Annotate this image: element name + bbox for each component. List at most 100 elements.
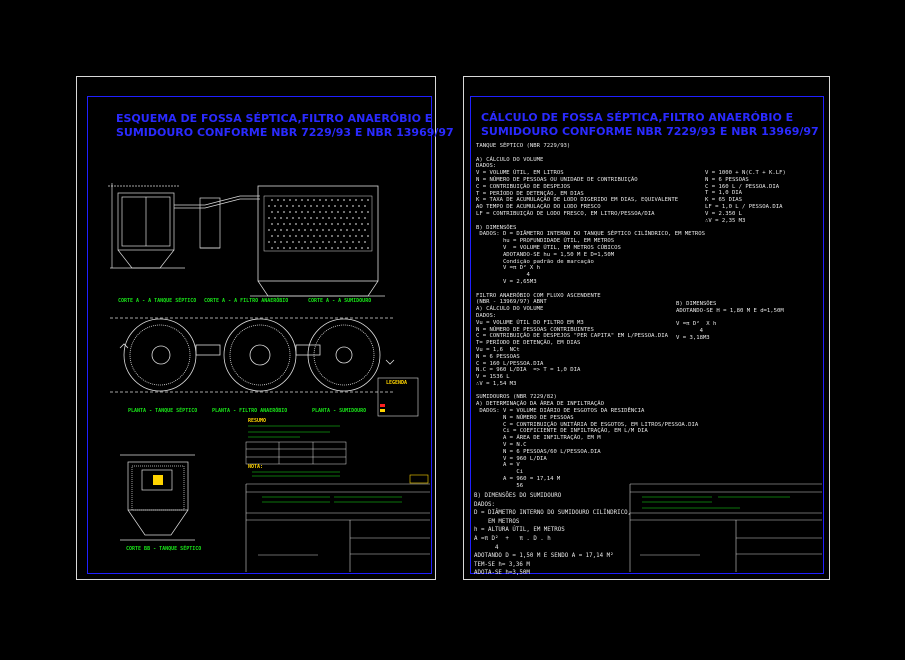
calc-line: V = VOLUME ÚTIL, EM METROS CÚBICOS bbox=[476, 244, 621, 251]
calc-line: ADOTA-SE h=3,50M bbox=[474, 570, 530, 577]
calc-line: V = 2,65M3 bbox=[476, 278, 537, 285]
left-title-block-text-lines bbox=[252, 471, 402, 503]
section-septic-tank bbox=[108, 183, 185, 269]
calc-line: ∴V = 2,35 M3 bbox=[705, 217, 746, 224]
calc-line: T = PERÍODO DE DETENÇÃO, EM DIAS bbox=[476, 190, 584, 197]
calc-line: V = 2.350 L bbox=[705, 210, 743, 217]
calc-line: V = 960 L/DIA bbox=[476, 455, 547, 462]
calc-line: ADOTANDO-SE H = 1,80 M E d=1,50M bbox=[676, 307, 784, 314]
plan-views bbox=[110, 317, 395, 393]
calc-line: B) DIMENSÕES DO SUMIDOURO bbox=[474, 493, 562, 499]
calc-line: 4 bbox=[476, 272, 530, 279]
notes-title: NOTA: bbox=[248, 464, 264, 470]
calc-line: A =π D² + π . D . h bbox=[474, 535, 551, 542]
section-anaerobic-filter bbox=[250, 185, 385, 297]
calc-line: V =π D² X h bbox=[676, 321, 717, 328]
calc-line: h = ALTURA ÚTIL, EM METROS bbox=[474, 527, 565, 534]
calc-line bbox=[476, 150, 705, 157]
calc-line: ∴V = 1,54 M3 bbox=[476, 380, 517, 387]
right-title-block bbox=[629, 483, 822, 572]
calc-line: A) CÁLCULO DO VOLUME bbox=[476, 156, 544, 163]
calc-line: EM METROS bbox=[474, 518, 520, 525]
calc-line: Vu = 1,6 NCt bbox=[476, 346, 520, 353]
calc-line: C = CONTRIBUIÇÃO DE DESPEJOS bbox=[476, 183, 571, 190]
calc-line: V = 1000 + N(C.T + K.LF) bbox=[705, 170, 786, 176]
calc-line bbox=[476, 388, 705, 395]
calc-line: N = 6 PESSOAS/60 L/PESSOA.DIA bbox=[476, 448, 601, 455]
calc-line: DADOS: bbox=[476, 163, 497, 170]
calc-line: A = 960 = 17,14 M bbox=[476, 476, 561, 483]
calc-line: Ci bbox=[476, 469, 524, 476]
calc-line: TANQUE SÉPTICO (NBR 7229/93) bbox=[476, 143, 571, 149]
left-sheet bbox=[76, 76, 436, 580]
section-label-septic: CORTE A - A TANQUE SÉPTICO bbox=[118, 298, 197, 304]
section-bb-tank bbox=[120, 454, 195, 541]
calc-line: V = VOLUME ÚTIL, EM LITROS bbox=[476, 170, 564, 177]
calc-line: T= PERÍODO DE DETENÇÃO, EM DIAS bbox=[476, 340, 581, 347]
right-title-block-text-lines bbox=[642, 496, 790, 509]
calc-line: (NBR - 13969/97) ABNT bbox=[476, 299, 547, 306]
calc-line: C = CONTRIBUIÇÃO DE DESPEJOS "PER CAPITA… bbox=[476, 333, 668, 340]
calc-line: DADOS: bbox=[474, 501, 495, 508]
calc-line: 4 bbox=[474, 544, 499, 551]
calc-line: V = N.C bbox=[476, 442, 527, 449]
calc-line: V =π D² X h bbox=[476, 265, 540, 272]
calc-line: N = NÚMERO DE PESSOAS OU UNIDADE DE CONT… bbox=[476, 176, 638, 183]
legend-box bbox=[377, 377, 419, 417]
calc-line: N = 6 PESSOAS bbox=[476, 353, 520, 360]
section-label-sink: CORTE A - A SUMIDOURO bbox=[308, 298, 372, 304]
calc-line: B) DIMENSÕES bbox=[676, 301, 717, 307]
calc-line: DADOS: V = VOLUME DIÁRIO DE ESGOTOS DA R… bbox=[476, 408, 645, 415]
calc-line: K = TAXA DE ACUMULAÇÃO DE LODO DIGERIDO … bbox=[476, 197, 679, 204]
summary-title: RESUMO bbox=[248, 418, 267, 424]
calc-line: K = 65 DIAS bbox=[705, 197, 743, 204]
calc-line: A = ÁREA DE INFILTRAÇÃO, EM M bbox=[476, 435, 601, 442]
calc-line: AO TEMPO DE ACUMULAÇÃO DO LODO FRESCO bbox=[476, 204, 601, 211]
calc-line: FILTRO ANAERÓBIO COM FLUXO ASCENDENTE bbox=[476, 292, 601, 299]
calc-line: ADOTANDO D = 1,50 M E SENDO A = 17,14 M² bbox=[474, 553, 614, 560]
left-title-block bbox=[245, 474, 430, 572]
calc-line: LF = CONTRIBUIÇÃO DE LODO FRESCO, EM LIT… bbox=[476, 210, 655, 217]
calc-line: C = CONTRIBUIÇÃO UNITÁRIA DE ESGOTOS, EM… bbox=[476, 421, 699, 428]
section-label-filter: CORTE A - A FILTRO ANAERÓBIO bbox=[204, 298, 289, 304]
plan-label-septic: PLANTA - TANQUE SÉPTICO bbox=[128, 408, 198, 414]
filter-gravel-pattern bbox=[268, 199, 369, 249]
calc-line: V = 1536 L bbox=[476, 374, 510, 381]
calc-line: SUMIDOUROS (NBR 7229/82) bbox=[476, 394, 557, 401]
calc-line: N = NÚMERO DE PESSOAS bbox=[476, 414, 574, 421]
calc-line bbox=[476, 218, 705, 225]
calc-line: DADOS: bbox=[476, 312, 497, 319]
legend-title: LEGENDA bbox=[386, 380, 408, 386]
right-title-line1: CÁLCULO DE FOSSA SÉPTICA,FILTRO ANAERÓBI… bbox=[481, 111, 794, 124]
summary-table bbox=[245, 441, 347, 465]
calc-line: Vu = VOLUME ÚTIL DO FILTRO EM M3 bbox=[476, 319, 584, 326]
right-sheet-title: CÁLCULO DE FOSSA SÉPTICA,FILTRO ANAERÓBI… bbox=[481, 111, 819, 139]
calc-line: TEM-SE h= 3,36 M bbox=[474, 561, 530, 568]
bb-tank-highlight bbox=[153, 475, 163, 485]
calc-line: N = NÚMERO DE PESSOAS CONTRIBUINTES bbox=[476, 326, 594, 333]
left-title-line2: SUMIDOURO CONFORME NBR 7229/93 E NBR 139… bbox=[116, 126, 454, 139]
calc-line: A = V bbox=[476, 462, 520, 469]
calc-line bbox=[476, 286, 705, 293]
calc-line: C = 160 L/PESSOA.DIA bbox=[476, 360, 544, 367]
calc-line: V = 3,18M3 bbox=[676, 334, 710, 341]
plan-label-filter: PLANTA - FILTRO ANAERÓBIO bbox=[212, 408, 288, 414]
calc-line: T = 1,0 DIA bbox=[705, 190, 743, 197]
left-title-line1: ESQUEMA DE FOSSA SÉPTICA,FILTRO ANAERÓBI… bbox=[116, 112, 433, 125]
calc-line: N = 6 PESSOAS bbox=[705, 176, 749, 183]
bottom-section-label: CORTE BB - TANQUE SÉPTICO bbox=[126, 546, 202, 552]
calc-line: 56 bbox=[476, 482, 524, 489]
calc-line: DADOS: D = DIÂMETRO INTERNO DO TANQUE SÉ… bbox=[476, 231, 706, 238]
calc-line: Ci = COEFICIENTE DE INFILTRAÇÃO, EM L/M … bbox=[476, 428, 648, 435]
calc-line: LF = 1,0 L / PESSOA.DIA bbox=[705, 203, 783, 210]
calc-line: A) CÁLCULO DO VOLUME bbox=[476, 306, 544, 313]
calc-line: 4 bbox=[676, 328, 703, 335]
calc-line: N.C = 960 L/DIA => T = 1,0 DIA bbox=[476, 367, 581, 374]
calc-line: ADOTANDO-SE hu = 1,50 M E D=1,50M bbox=[476, 251, 615, 258]
calculation-text-main: TANQUE SÉPTICO (NBR 7229/93) A) CÁLCULO … bbox=[476, 143, 705, 490]
calc-line: Condição padrão de marcação bbox=[476, 258, 594, 265]
calc-line: C = 160 L / PESSOA.DIA bbox=[705, 183, 780, 190]
